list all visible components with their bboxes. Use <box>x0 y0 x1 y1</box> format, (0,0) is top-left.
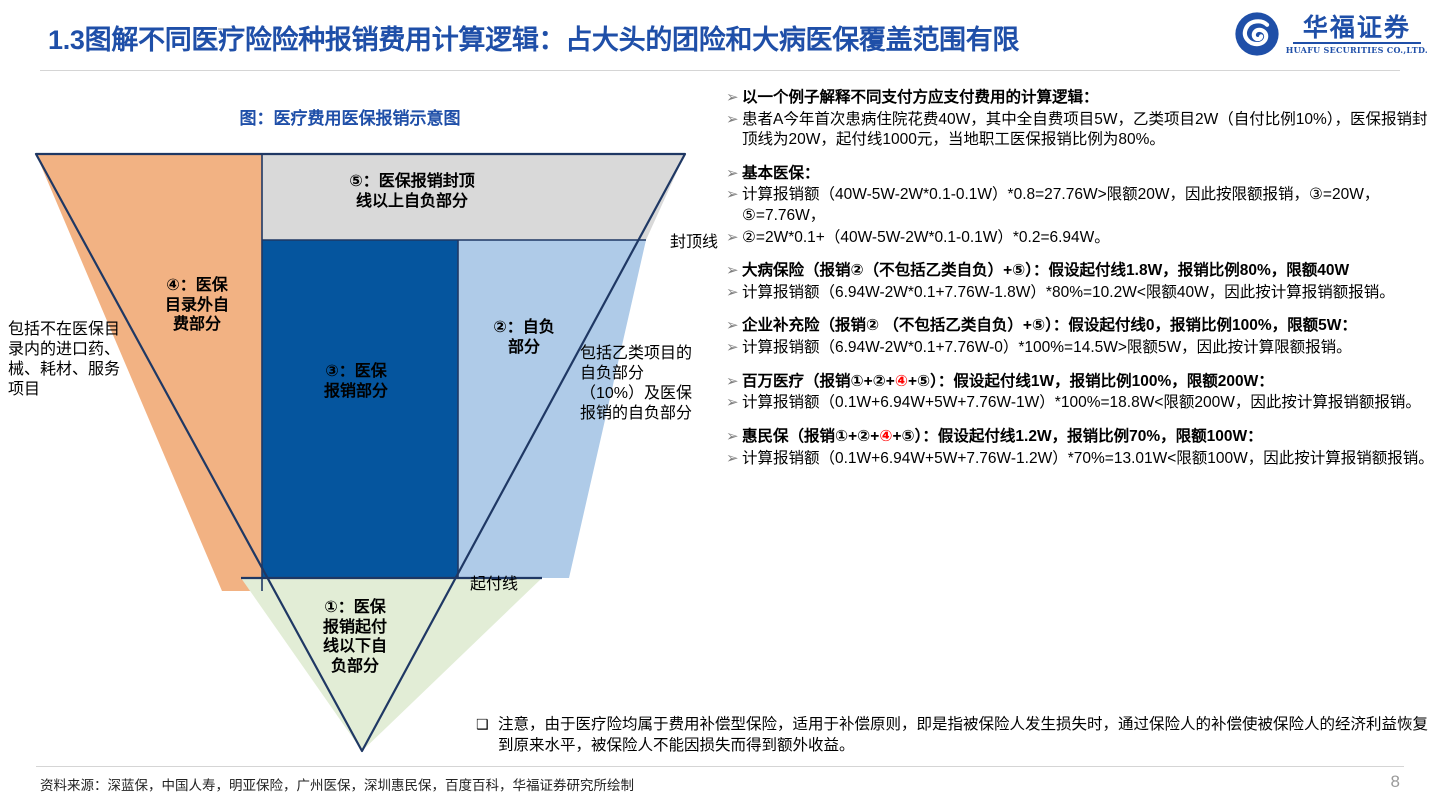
arrow-bullet-icon: ➢ <box>726 283 739 301</box>
segment-5-text: ⑤：医保报销封顶 线以上自负部分 <box>349 173 475 210</box>
huafu-spiral-logo-icon <box>1235 12 1279 56</box>
panel-line-enterprise-supplement-1: ➢计算报销额（6.94W-2W*0.1+7.76W-0）*100%=14.5W>… <box>712 338 1434 359</box>
segment-3-label: ③：医保 报销部分 <box>282 362 430 401</box>
panel-line-text: 以一个例子解释不同支付方应支付费用的计算逻辑： <box>742 89 1099 106</box>
panel-line-text: 计算报销额（40W-5W-2W*0.1-0.1W）*0.8=27.76W>限额2… <box>742 186 1380 225</box>
arrow-bullet-icon: ➢ <box>726 449 739 467</box>
segment-5-label: ⑤：医保报销封顶 线以上自负部分 <box>262 172 562 211</box>
cap-line-label: 封顶线 <box>670 234 719 251</box>
panel-line-text: 大病保险（报销②（不包括乙类自负）+⑤）：假设起付线1.8W，报销比例80%，限… <box>742 262 1350 280</box>
panel-line-huiminbao-0: ➢惠民保（报销①+②+④+⑤）：假设起付线1.2W，报销比例70%，限额100W… <box>712 427 1434 448</box>
logo-text-block: 华福证券 HUAFU SECURITIES CO.,LTD. <box>1286 15 1428 54</box>
segment-2-text: ②：自负 部分 <box>493 319 555 356</box>
arrow-bullet-icon: ➢ <box>726 89 739 106</box>
logo-divider <box>1292 41 1421 44</box>
panel-line-text: 计算报销额（0.1W+6.94W+5W+7.76W-1.2W）*70%=13.0… <box>742 449 1434 467</box>
header-tickmark <box>218 28 232 30</box>
arrow-bullet-icon: ➢ <box>726 262 739 280</box>
panel-line-basic-insurance-2: ➢②=2W*0.1+（40W-5W-2W*0.1-0.1W）*0.2=6.94W… <box>712 228 1434 249</box>
panel-line-text: 计算报销额（0.1W+6.94W+5W+7.76W-1W）*100%=18.8W… <box>742 394 1421 412</box>
panel-line-basic-insurance-0: ➢基本医保： <box>712 164 1434 185</box>
caution-note: ❑ 注意，由于医疗险均属于费用补偿型保险，适用于补偿原则，即是指被保险人发生损失… <box>476 715 1434 757</box>
panel-line-million-medical-1: ➢计算报销额（0.1W+6.94W+5W+7.76W-1W）*100%=18.8… <box>712 393 1434 414</box>
highlighted-token: ④ <box>879 427 893 445</box>
segment-1-label: ①：医保 报销起付 线以下自 负部分 <box>290 598 420 676</box>
panel-line-text: ②=2W*0.1+（40W-5W-2W*0.1-0.1W）*0.2=6.94W。 <box>742 228 1110 246</box>
panel-line-text: 企业补充险（报销② （不包括乙类自负）+⑤）：假设起付线0，报销比例100%，限… <box>742 317 1357 335</box>
arrow-bullet-icon: ➢ <box>726 372 739 390</box>
panel-line-million-medical-0: ➢百万医疗（报销①+②+④+⑤）：假设起付线1W，报销比例100%，限额200W… <box>712 372 1434 393</box>
arrow-bullet-icon: ➢ <box>726 317 739 335</box>
arrow-bullet-icon: ➢ <box>726 427 739 445</box>
panel-line-critical-illness-0: ➢大病保险（报销②（不包括乙类自负）+⑤）：假设起付线1.8W，报销比例80%，… <box>712 261 1434 282</box>
page-header: 1.3图解不同医疗险险种报销费用计算逻辑：占大头的团险和大病医保覆盖范围有限 华… <box>0 0 1440 72</box>
right-annotation-note: 包括乙类项目的自负部分（10%）及医保报销的自负部分 <box>580 345 693 423</box>
footer-divider <box>36 766 1404 767</box>
panel-line-enterprise-supplement-0: ➢企业补充险（报销② （不包括乙类自负）+⑤）：假设起付线0，报销比例100%，… <box>712 316 1434 337</box>
note-marker-icon: ❑ <box>476 716 489 732</box>
panel-line-text: 计算报销额（6.94W-2W*0.1+7.76W-0）*100%=14.5W>限… <box>742 339 1352 357</box>
company-logo: 华福证券 HUAFU SECURITIES CO.,LTD. <box>1234 8 1428 60</box>
segment-3-text: ③：医保 报销部分 <box>323 363 388 400</box>
panel-line-text: 百万医疗（报销①+②+④+⑤）：假设起付线1W，报销比例100%，限额200W： <box>742 372 1274 390</box>
deductible-line-label: 起付线 <box>470 576 519 593</box>
panel-line-huiminbao-1: ➢计算报销额（0.1W+6.94W+5W+7.76W-1.2W）*70%=13.… <box>712 449 1434 470</box>
arrow-bullet-icon: ➢ <box>726 164 739 182</box>
highlighted-token: ④ <box>894 372 908 390</box>
panel-line-text: 患者A今年首次患病住院花费40W，其中全自费项目5W，乙类项目2W（自付比例10… <box>742 110 1428 149</box>
arrow-bullet-icon: ➢ <box>726 228 739 246</box>
page-title: 1.3图解不同医疗险险种报销费用计算逻辑：占大头的团险和大病医保覆盖范围有限 <box>48 25 1020 55</box>
panel-line-critical-illness-1: ➢计算报销额（6.94W-2W*0.1+7.76W-1.8W）*80%=10.2… <box>712 283 1434 304</box>
segment-2-label: ②：自负 部分 <box>470 318 578 357</box>
panel-line-intro-1: ➢患者A今年首次患病住院花费40W，其中全自费项目5W，乙类项目2W（自付比例1… <box>712 110 1434 151</box>
arrow-bullet-icon: ➢ <box>726 186 739 204</box>
panel-line-intro-0: ➢以一个例子解释不同支付方应支付费用的计算逻辑： <box>712 88 1434 109</box>
segment-4-text: ④：医保 目录外自 费部分 <box>164 277 229 334</box>
panel-line-text: 惠民保（报销①+②+④+⑤）：假设起付线1.2W，报销比例70%，限额100W： <box>742 427 1263 445</box>
logo-chinese-name: 华福证券 <box>1302 12 1411 42</box>
figure-title: 图：医疗费用医保报销示意图 <box>239 109 461 128</box>
page-number: 8 <box>1390 772 1400 791</box>
arrow-bullet-icon: ➢ <box>726 110 739 128</box>
header-divider <box>40 70 1400 71</box>
note-text: 注意，由于医疗险均属于费用补偿型保险，适用于补偿原则，即是指被保险人发生损失时，… <box>498 716 1429 754</box>
segment-4-label: ④：医保 目录外自 费部分 <box>138 276 256 335</box>
segment-1-text: ①：医保 报销起付 线以下自 负部分 <box>322 599 387 675</box>
explanation-panel: ➢以一个例子解释不同支付方应支付费用的计算逻辑：➢患者A今年首次患病住院花费40… <box>712 88 1434 728</box>
arrow-bullet-icon: ➢ <box>726 394 739 412</box>
funnel-diagram <box>34 152 687 753</box>
panel-line-basic-insurance-1: ➢计算报销额（40W-5W-2W*0.1-0.1W）*0.8=27.76W>限额… <box>712 185 1434 226</box>
source-line: 资料来源：深蓝保，中国人寿，明亚保险，广州医保，深圳惠民保，百度百科，华福证券研… <box>40 778 634 793</box>
logo-english-name: HUAFU SECURITIES CO.,LTD. <box>1285 44 1428 55</box>
left-annotation-note: 包括不在医保目录内的进口药、械、耗材、服务项目 <box>8 321 121 399</box>
panel-line-text: 计算报销额（6.94W-2W*0.1+7.76W-1.8W）*80%=10.2W… <box>742 283 1395 301</box>
arrow-bullet-icon: ➢ <box>726 339 739 357</box>
panel-line-text: 基本医保： <box>742 164 820 182</box>
